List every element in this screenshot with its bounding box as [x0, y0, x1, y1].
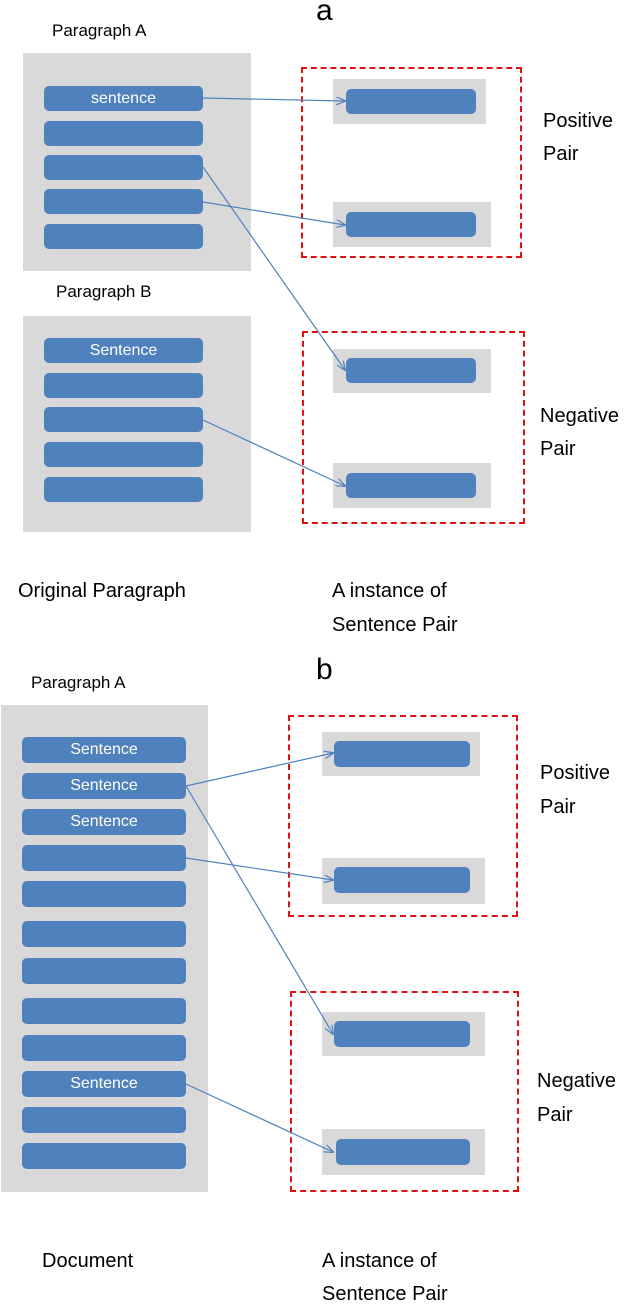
- sentence-block: sentence: [44, 86, 203, 111]
- pair-sentence-block: [346, 473, 476, 498]
- sentence-block: [22, 958, 186, 984]
- negative-pair-label: Pair: [540, 438, 576, 460]
- caption-original-paragraph: Original Paragraph: [18, 580, 186, 602]
- sentence-block: [22, 1035, 186, 1061]
- caption-document: Document: [42, 1250, 134, 1272]
- sentence-block: Sentence: [22, 737, 186, 763]
- sentence-block: [22, 998, 186, 1024]
- sentence-block: [22, 1107, 186, 1133]
- sentence-block: [22, 921, 186, 947]
- sentence-block: [44, 407, 203, 432]
- sentence-block: [22, 881, 186, 907]
- pair-sentence-block: [346, 89, 476, 114]
- paragraph-b-title: Paragraph B: [56, 282, 152, 301]
- sentence-block: [22, 845, 186, 871]
- positive-pair-label: Pair: [543, 143, 579, 165]
- panel-a-letter: a: [316, 0, 333, 27]
- sentence-block: [44, 155, 203, 180]
- sentence-block: [22, 1143, 186, 1169]
- sentence-block: [44, 442, 203, 467]
- negative-pair-label: Negative: [537, 1070, 616, 1092]
- negative-pair-label: Negative: [540, 405, 619, 427]
- sentence-block: [44, 477, 203, 502]
- sentence-block: [44, 224, 203, 249]
- positive-pair-box: [301, 67, 522, 258]
- pair-sentence-block: [334, 741, 470, 767]
- positive-pair-label: Pair: [540, 796, 576, 818]
- sentence-block: Sentence: [22, 809, 186, 835]
- sentence-block: [44, 189, 203, 214]
- caption-sentence-pair-line1: A instance of: [332, 580, 447, 602]
- pair-sentence-block: [334, 1021, 470, 1047]
- sentence-block: [44, 373, 203, 398]
- pair-sentence-block: [336, 1139, 470, 1165]
- positive-pair-label: Positive: [540, 762, 611, 784]
- caption-sentence-pair-line1: A instance of: [322, 1250, 437, 1272]
- caption-sentence-pair-line2: Sentence Pair: [322, 1283, 448, 1305]
- pair-sentence-block: [346, 212, 476, 237]
- pair-sentence-block: [346, 358, 476, 383]
- paragraph-a-title: Paragraph A: [52, 21, 147, 40]
- sentence-block: [44, 121, 203, 146]
- sentence-block: Sentence: [22, 1071, 186, 1097]
- sentence-block: Sentence: [44, 338, 203, 363]
- sentence-block: Sentence: [22, 773, 186, 799]
- pair-sentence-block: [334, 867, 470, 893]
- caption-sentence-pair-line2: Sentence Pair: [332, 614, 458, 636]
- negative-pair-label: Pair: [537, 1104, 573, 1126]
- document-paragraph-title: Paragraph A: [31, 673, 126, 692]
- panel-b-letter: b: [316, 653, 333, 686]
- positive-pair-label: Positive: [543, 110, 614, 132]
